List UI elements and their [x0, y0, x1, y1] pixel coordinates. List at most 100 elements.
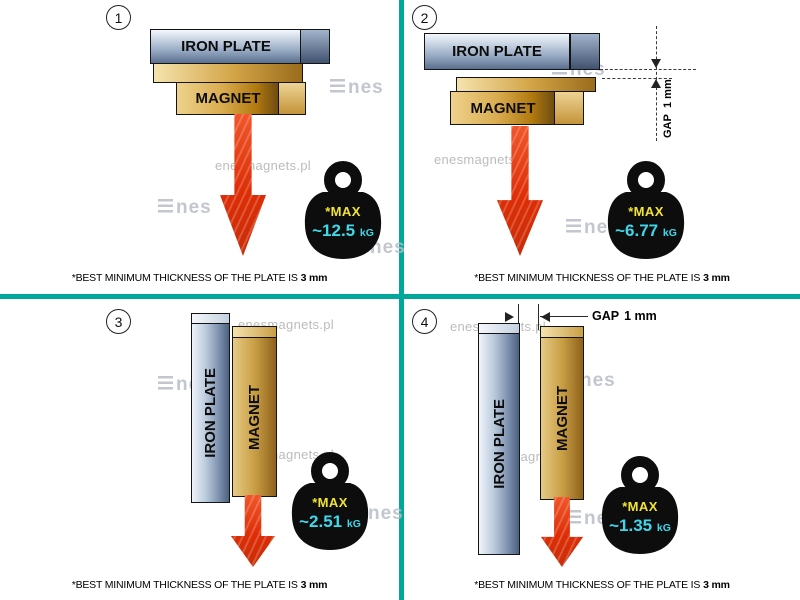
- caption-text: *BEST MINIMUM THICKNESS OF THE PLATE IS: [71, 579, 298, 591]
- caption-bold: 3 mm: [300, 579, 328, 591]
- pull-force-arrow: [230, 495, 276, 567]
- weight-kettlebell: *MAX ~6.77 kG: [604, 160, 688, 262]
- panel-2: 2 enesmagnets.pl nes nes IRON PLATE MAGN…: [404, 0, 800, 294]
- panel-number-badge: 3: [106, 309, 131, 334]
- watermark-site: enesmagnets.pl: [215, 158, 311, 173]
- max-value: ~1.35 kG: [598, 515, 682, 536]
- max-value-unit: kG: [359, 227, 374, 240]
- enes-logo-watermark: nes: [158, 198, 212, 217]
- panel-4: 4 enesmagnets.pl enesmagnets.pl nes nes …: [404, 299, 800, 600]
- magnet-top-face: [153, 63, 303, 83]
- magnet: MAGNET: [232, 337, 277, 497]
- divider-vertical: [399, 0, 404, 600]
- kettlebell-shape: [601, 456, 679, 554]
- gap-label-value: 1 mm: [624, 309, 657, 323]
- max-value-number: ~12.5: [312, 221, 356, 241]
- magnet-label: MAGNET: [470, 99, 536, 117]
- caption-text: *BEST MINIMUM THICKNESS OF THE PLATE IS: [474, 579, 701, 591]
- gap-extension-line-top: [600, 69, 696, 70]
- iron-plate-label: IRON PLATE: [202, 368, 219, 458]
- watermark-site: enesmagnets.pl: [434, 152, 530, 167]
- weight-kettlebell: *MAX ~12.5 kG: [301, 160, 385, 262]
- iron-plate-side-face: [300, 29, 330, 64]
- iron-plate-side-face: [570, 33, 600, 70]
- magnet-side-face: [554, 91, 584, 125]
- gap-tick-right: [538, 304, 539, 330]
- iron-plate-label: IRON PLATE: [452, 43, 542, 60]
- panel-number-badge: 4: [412, 309, 437, 334]
- panel-number-badge: 2: [412, 5, 437, 30]
- enes-logo-e-bars: [158, 199, 173, 214]
- gap-extension-line-bottom: [602, 78, 672, 79]
- pull-force-arrow: [496, 126, 544, 256]
- caption-bold: 3 mm: [703, 579, 730, 591]
- iron-plate: IRON PLATE: [191, 323, 230, 503]
- max-value: ~12.5 kG: [301, 220, 385, 241]
- max-value-unit: kG: [346, 518, 361, 531]
- kettlebell-shape: [607, 161, 685, 259]
- caption-bold: 3 mm: [300, 272, 328, 284]
- max-value: ~6.77 kG: [604, 220, 688, 241]
- caption-text: *BEST MINIMUM THICKNESS OF THE PLATE IS: [474, 272, 701, 284]
- gap-label-text: GAP: [592, 309, 620, 323]
- magnet-side-face: [278, 82, 306, 115]
- gap-label: GAP 1 mm: [662, 36, 674, 141]
- enes-logo-text: nes: [370, 237, 406, 258]
- gap-label-value: 1 mm: [662, 79, 674, 109]
- magnet: MAGNET: [540, 337, 584, 500]
- max-value-number: ~6.77: [615, 221, 659, 241]
- panel-3: 3 enesmagnets.pl enesmagnets.pl nes nes …: [0, 299, 403, 600]
- max-value: ~2.51 kG: [288, 511, 372, 532]
- max-label: *MAX: [312, 495, 348, 510]
- magnet: MAGNET: [450, 91, 556, 125]
- max-value-number: ~1.35: [609, 516, 653, 536]
- gap-label-text: GAP: [662, 114, 674, 138]
- gap-arrow-right: [505, 312, 514, 322]
- caption-bold: 3 mm: [703, 272, 730, 284]
- gap-dimension-line: [540, 316, 588, 317]
- enes-logo-e-bars: [330, 79, 345, 94]
- caption-text: *BEST MINIMUM THICKNESS OF THE PLATE IS: [71, 272, 298, 284]
- pull-force-arrow: [540, 497, 584, 567]
- gap-arrow-down: [651, 59, 661, 68]
- max-label: *MAX: [622, 499, 658, 514]
- kettlebell-text: *MAX ~2.51 kG: [288, 495, 372, 533]
- magnet-label: MAGNET: [553, 386, 571, 451]
- divider-horizontal: [0, 294, 800, 299]
- iron-plate: IRON PLATE: [424, 33, 570, 70]
- panel-number-badge: 1: [106, 5, 131, 30]
- iron-plate-label: IRON PLATE: [490, 399, 508, 489]
- magnet: MAGNET: [176, 82, 280, 115]
- magnet-top-face: [232, 326, 277, 338]
- enes-logo-text: nes: [176, 197, 212, 218]
- gap-tick-left: [518, 304, 519, 330]
- enes-logo-e-bars: [566, 219, 581, 234]
- magnet-top-face: [540, 326, 584, 338]
- gap-arrow-up: [651, 79, 661, 88]
- enes-logo-text: nes: [580, 370, 616, 391]
- max-value-unit: kG: [656, 522, 671, 535]
- enes-logo-text: nes: [348, 77, 384, 98]
- enes-logo-watermark: nes: [330, 78, 384, 97]
- kettlebell-shape: [304, 161, 382, 259]
- max-label: *MAX: [325, 204, 361, 219]
- panel-1: 1 enesmagnets.pl nes nes nes IRON PLATE …: [0, 0, 405, 294]
- kettlebell-shape: [291, 452, 369, 550]
- iron-plate-top-face: [478, 323, 520, 334]
- weight-kettlebell: *MAX ~2.51 kG: [288, 451, 372, 553]
- iron-plate: IRON PLATE: [150, 29, 302, 64]
- kettlebell-text: *MAX ~1.35 kG: [598, 499, 682, 537]
- magnet-label: MAGNET: [195, 90, 261, 107]
- magnet-label: MAGNET: [246, 384, 263, 450]
- weight-kettlebell: *MAX ~1.35 kG: [598, 455, 682, 557]
- gap-arrow-left: [541, 312, 550, 322]
- enes-logo-text: nes: [368, 503, 404, 524]
- kettlebell-text: *MAX ~12.5 kG: [301, 204, 385, 242]
- iron-plate: IRON PLATE: [478, 333, 520, 555]
- max-value-number: ~2.51: [299, 512, 343, 532]
- gap-label: GAP 1 mm: [592, 309, 657, 323]
